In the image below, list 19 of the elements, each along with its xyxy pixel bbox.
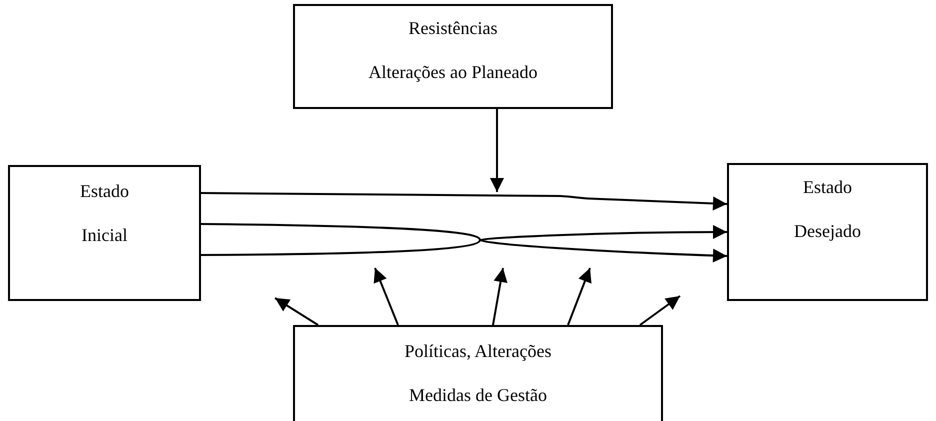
arrow: [374, 268, 399, 326]
arrow: [567, 268, 592, 326]
arrow: [490, 109, 504, 192]
box-text: Medidas de Gestão: [409, 384, 547, 407]
arrow: [201, 192, 728, 210]
text-box: [293, 325, 663, 421]
box-text: Resistências: [408, 17, 498, 40]
text-box: [293, 4, 613, 109]
arrow: [492, 268, 508, 326]
box-text: Alterações ao Planeado: [368, 61, 538, 84]
arrow: [201, 239, 728, 263]
box-text: Políticas, Alterações: [404, 340, 552, 363]
arrow: [639, 295, 681, 326]
text-box: [8, 165, 201, 301]
box-text: Estado Inicial: [79, 180, 130, 247]
arrow: [274, 297, 319, 326]
text-box: [727, 163, 928, 301]
box-text: Estado Desejado: [793, 176, 862, 243]
arrow: [200, 223, 727, 241]
